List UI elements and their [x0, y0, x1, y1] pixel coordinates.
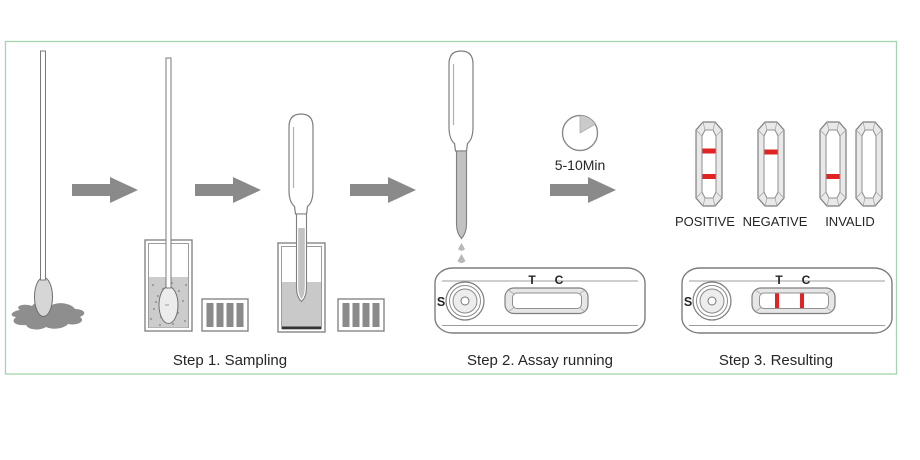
test-line	[775, 293, 779, 308]
arrow-right-icon	[195, 177, 261, 203]
diagram-frame	[4, 40, 898, 375]
result-window	[751, 287, 836, 315]
sample-well-label: S	[437, 295, 445, 309]
step1-label: Step 1. Sampling	[173, 352, 287, 369]
step2-label: Step 2. Assay running	[467, 352, 613, 369]
pipette-icon	[288, 113, 314, 303]
result-strip-positive	[695, 121, 723, 207]
sample-well-icon	[692, 281, 732, 321]
dispensing-pipette-icon	[448, 50, 474, 263]
test-cassette-result: S T C	[681, 267, 893, 334]
timer-clock-icon	[561, 114, 599, 152]
control-line-label: C	[802, 273, 811, 287]
swab-tip	[34, 277, 53, 317]
step1-group: Step 1. Sampling	[11, 50, 416, 369]
sample-puddle-icon	[11, 301, 85, 330]
sample-well-label: S	[684, 295, 692, 309]
arrow-right-icon	[550, 177, 616, 203]
step3-group: POSITIVE NEGATIVE INVALID S	[675, 121, 893, 369]
sample-well-icon	[445, 281, 485, 321]
drop-icon	[458, 243, 465, 251]
dropper-cap-icon	[337, 298, 385, 332]
result-window	[504, 287, 589, 315]
result-strip-negative	[757, 121, 785, 207]
test-line	[702, 174, 716, 179]
control-line-label: C	[555, 273, 564, 287]
step2-group: 5-10Min S T C	[434, 50, 646, 369]
tube-bottom-pad	[282, 326, 321, 330]
control-line	[800, 293, 804, 308]
result-label-negative: NEGATIVE	[743, 214, 808, 229]
test-line-label: T	[528, 273, 536, 287]
timer-duration-label: 5-10Min	[555, 157, 606, 173]
pipette-liquid	[298, 228, 305, 299]
test-line-label: T	[775, 273, 783, 287]
swab-in-tube-icon	[144, 57, 193, 332]
result-label-positive: POSITIVE	[675, 214, 735, 229]
result-label-invalid: INVALID	[825, 214, 875, 229]
pipette-liquid	[455, 150, 468, 240]
step3-label: Step 3. Resulting	[719, 352, 833, 369]
dropper-cap-icon	[201, 298, 249, 332]
test-line	[826, 174, 840, 179]
arrow-right-icon	[350, 177, 416, 203]
pipette-in-tube-icon	[277, 113, 326, 333]
swab-stick	[165, 57, 172, 289]
swab-sampling-icon	[11, 50, 85, 330]
result-strip-invalid-testonly	[819, 121, 847, 207]
swab-stick	[40, 50, 46, 281]
test-cassette-running: S T C	[434, 267, 646, 334]
control-line	[764, 149, 778, 155]
arrow-right-icon	[72, 177, 138, 203]
control-line	[702, 148, 716, 154]
drop-icon	[457, 254, 466, 263]
result-strip-invalid-blank	[855, 121, 883, 207]
